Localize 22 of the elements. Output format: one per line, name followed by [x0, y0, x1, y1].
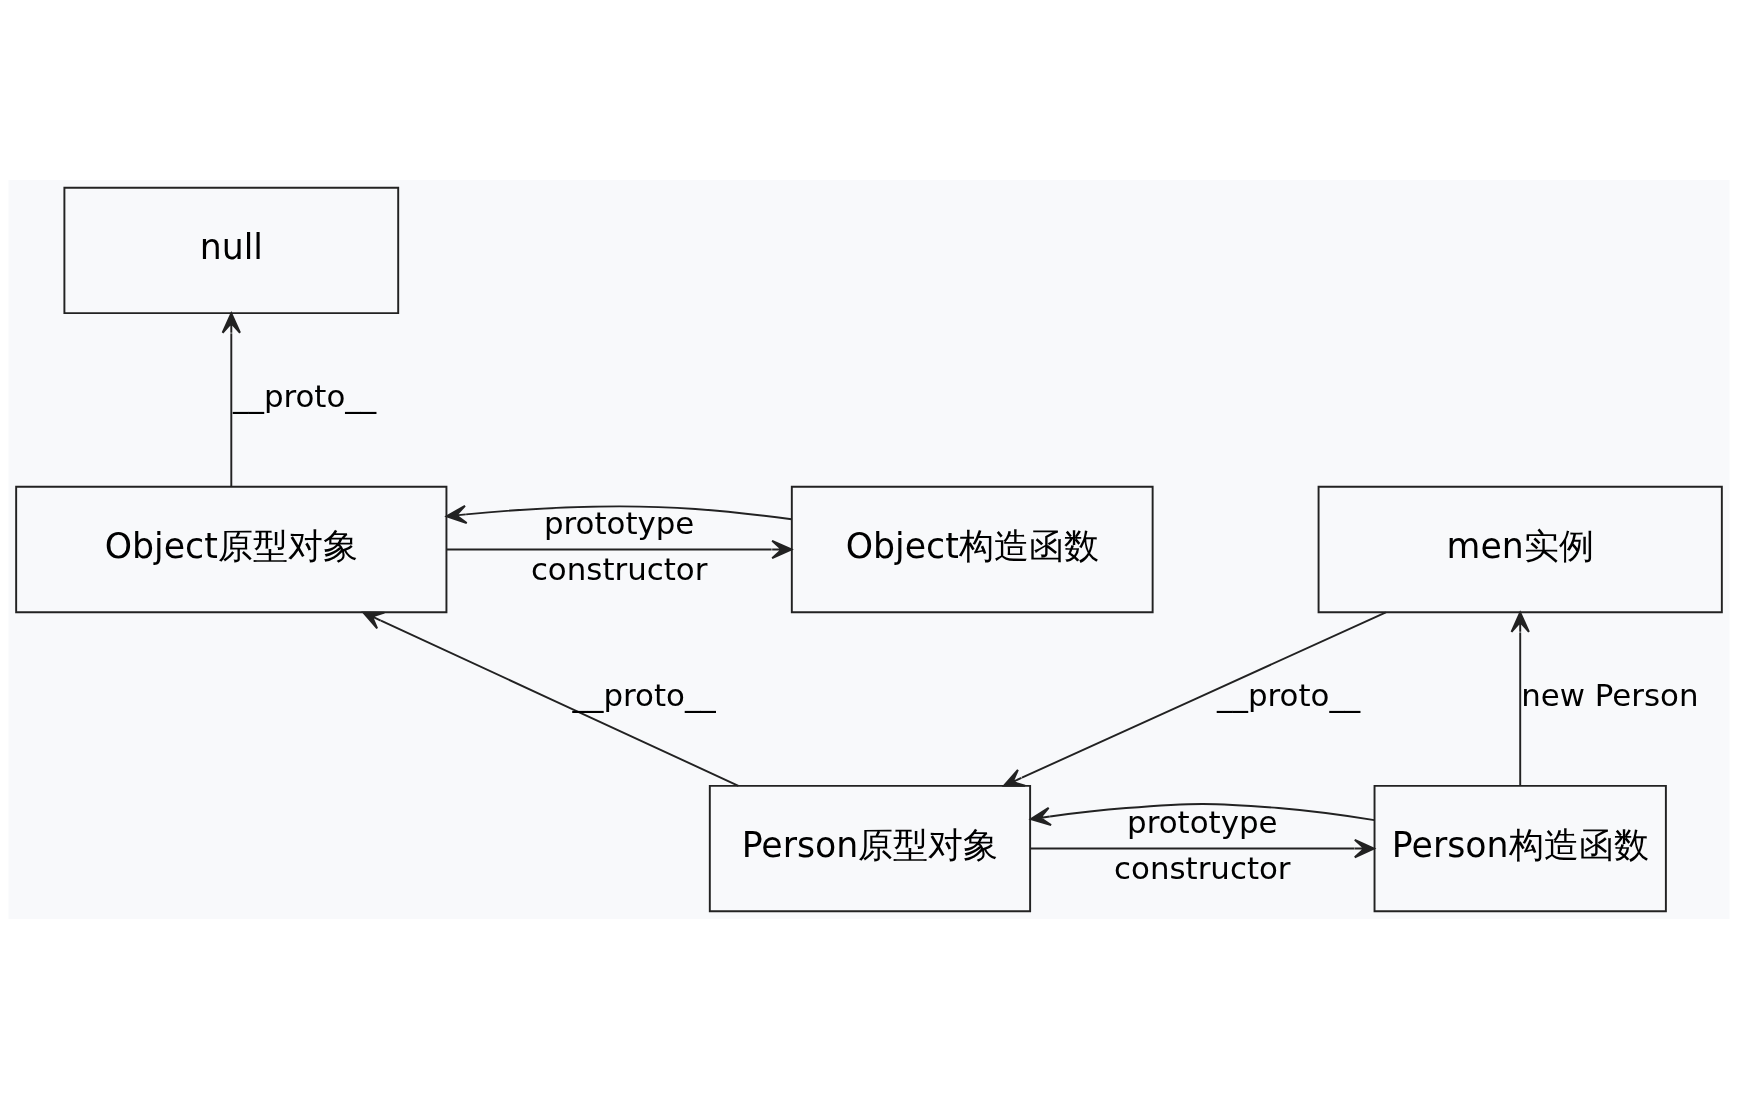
arrow [1002, 610, 1387, 787]
edge-label: new Person [1521, 676, 1699, 713]
node-box: Person原型对象 [708, 784, 1032, 912]
node-box: Object原型对象 [15, 485, 448, 613]
node-box: men实例 [1317, 485, 1723, 613]
edge-label: __proto__ [233, 377, 377, 414]
edge-label: __proto__ [572, 676, 716, 713]
arrow [1029, 802, 1376, 826]
node-box: Object构造函数 [790, 485, 1154, 613]
arrow [1029, 838, 1376, 858]
arrow [1510, 611, 1530, 786]
edge-label: prototype [543, 504, 695, 541]
arrow [445, 504, 793, 524]
edge-label: constructor [1114, 849, 1291, 886]
edge-label: constructor [530, 550, 708, 587]
node-box: null [63, 186, 400, 314]
arrow [362, 610, 740, 787]
edge-label: __proto__ [1217, 676, 1361, 713]
node-box: Person构造函数 [1373, 784, 1667, 912]
arrow [221, 311, 241, 487]
edge-label: prototype [1127, 803, 1278, 840]
arrow [445, 539, 793, 559]
